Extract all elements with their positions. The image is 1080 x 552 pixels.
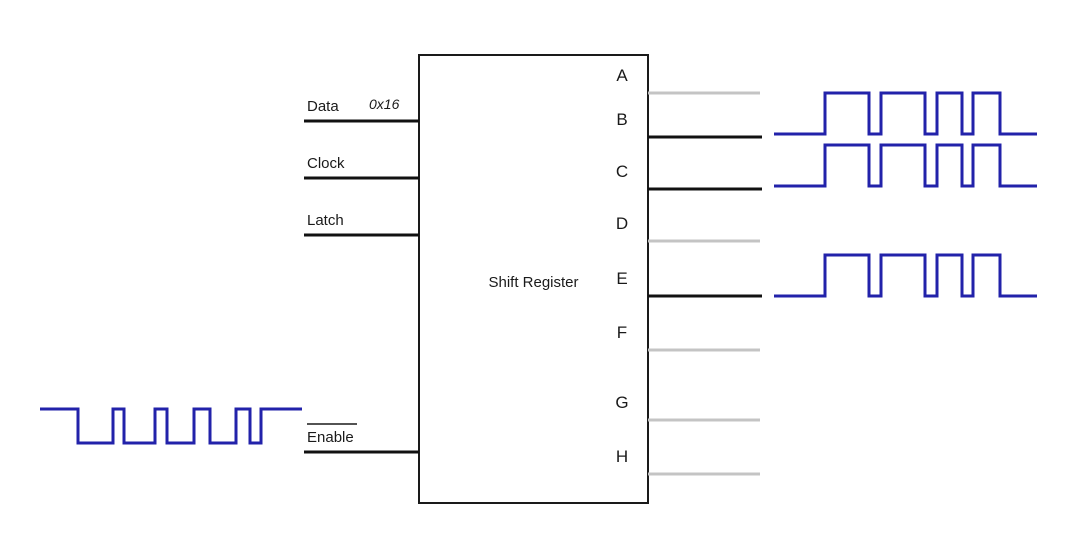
block-label: Shift Register [488, 274, 578, 291]
output-pin-g[interactable]: G [615, 393, 760, 422]
input-pin-data[interactable]: Data 0x16 [304, 96, 419, 123]
waveform-b [774, 91, 1037, 136]
output-pin-a[interactable]: A [616, 66, 760, 95]
output-label: G [615, 393, 628, 412]
input-pin-clock[interactable]: Clock [304, 155, 419, 180]
output-pins-group: A B C D E F G H [615, 66, 762, 476]
input-label: Data [307, 98, 339, 115]
input-label: Latch [307, 212, 344, 229]
output-pin-c[interactable]: C [616, 162, 762, 191]
waveforms-group [40, 91, 1037, 445]
output-label: D [616, 214, 628, 233]
output-pin-d[interactable]: D [616, 214, 760, 243]
output-label: B [616, 110, 627, 129]
input-value: 0x16 [369, 96, 400, 112]
input-label: Enable [307, 429, 354, 446]
waveform-enable [40, 407, 302, 445]
shift-register-block[interactable] [418, 54, 649, 504]
input-label: Clock [307, 155, 345, 172]
output-pin-b[interactable]: B [616, 110, 762, 139]
waveform-c [774, 143, 1037, 188]
output-label: C [616, 162, 628, 181]
input-pin-latch[interactable]: Latch [304, 212, 419, 237]
input-pin-enable[interactable]: Enable [304, 423, 419, 454]
waveform-e [774, 253, 1037, 298]
output-pin-e[interactable]: E [616, 269, 762, 298]
output-label: A [616, 66, 628, 85]
output-pin-f[interactable]: F [617, 323, 760, 352]
output-label: E [616, 269, 627, 288]
output-label: H [616, 447, 628, 466]
output-pin-h[interactable]: H [616, 447, 760, 476]
output-label: F [617, 323, 627, 342]
